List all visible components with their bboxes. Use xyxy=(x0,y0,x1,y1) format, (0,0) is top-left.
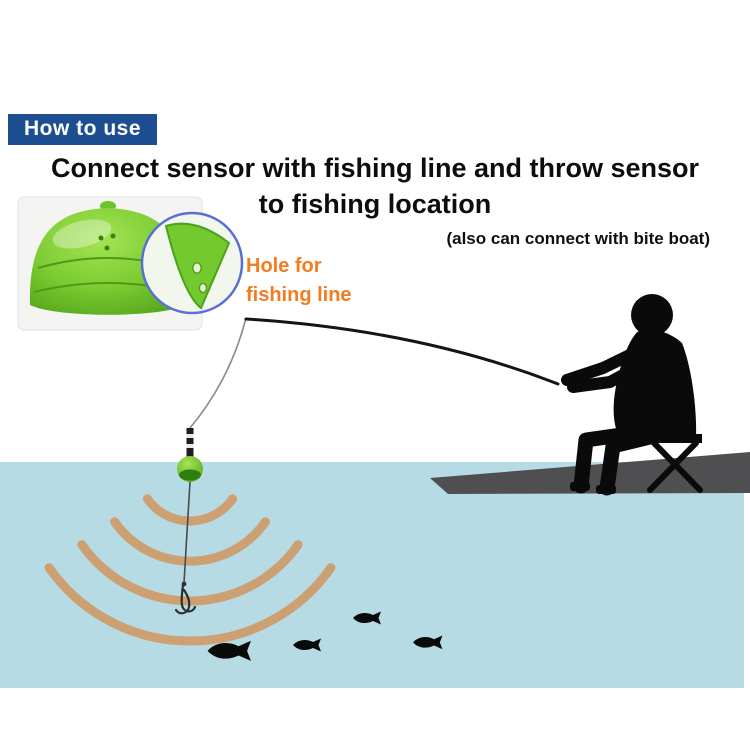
fisherman-silhouette xyxy=(244,294,703,496)
fisherman-arm-2 xyxy=(567,356,653,393)
fisherman-arm xyxy=(561,344,646,386)
dome-hole xyxy=(98,235,104,241)
how-to-use-badge: How to use xyxy=(8,114,158,145)
water-surface xyxy=(0,462,744,688)
fisherman-leg-2 xyxy=(599,428,662,496)
hook-rig xyxy=(174,481,197,615)
antenna-stripe xyxy=(186,434,194,438)
line-hole-2 xyxy=(198,282,208,294)
title-line-2: to fishing location xyxy=(258,189,492,219)
sensor-ball-band xyxy=(179,469,201,481)
dome-hole xyxy=(104,245,110,251)
hook-icon xyxy=(180,583,197,613)
fishing-line xyxy=(189,317,247,429)
underwater-line xyxy=(183,481,191,584)
hook-icon-2 xyxy=(174,588,191,615)
sensor-dome xyxy=(29,208,187,315)
dome-highlight xyxy=(52,219,112,249)
bite-boat-note: (also can connect with bite boat) xyxy=(446,229,710,248)
sonar-arc-1 xyxy=(142,494,238,526)
sonar-arc-4 xyxy=(44,563,336,646)
antenna-stripe xyxy=(186,444,194,448)
hole-magnifier xyxy=(140,211,244,315)
float-antenna xyxy=(186,428,194,458)
line-hole xyxy=(192,262,202,274)
fisherman-leg xyxy=(573,426,636,494)
title-line-1: Connect sensor with fishing line and thr… xyxy=(50,153,700,183)
page-title: Connect sensor with fishing line and thr… xyxy=(0,150,750,222)
fisherman-foot-2 xyxy=(596,485,616,494)
dome-hole xyxy=(110,233,116,239)
sonar-arc-2 xyxy=(110,517,270,566)
fisherman-torso xyxy=(613,329,697,438)
sensor-float xyxy=(177,317,247,482)
callout-line-2: fishing line xyxy=(246,284,352,306)
hole-callout: Hole for fishing line xyxy=(246,252,352,310)
stool-seat xyxy=(646,434,702,443)
callout-line-1: Hole for xyxy=(246,255,322,277)
fishing-rod xyxy=(244,317,560,386)
fisherman-foot xyxy=(570,482,590,491)
fisherman-head xyxy=(631,294,673,336)
stool-leg-2 xyxy=(647,440,699,493)
